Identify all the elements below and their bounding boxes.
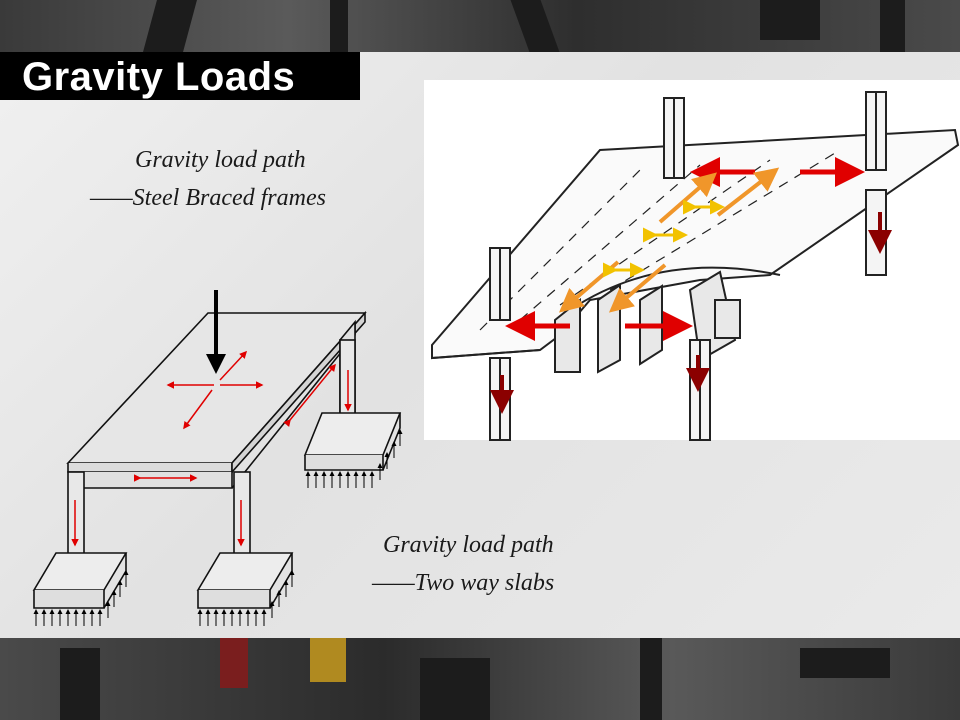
background-top-photo (0, 0, 960, 52)
slab-load-arrows (71, 290, 352, 547)
steel-load-arrows (490, 157, 892, 414)
slab-caption-line1: Gravity load path (383, 532, 554, 558)
slide-title: Gravity Loads (22, 55, 296, 99)
title-bar (0, 52, 360, 100)
steel-caption-line1: Gravity load path (135, 147, 306, 173)
slab-caption-line2: ——Two way slabs (372, 570, 555, 596)
background-bottom-photo (0, 638, 960, 720)
steel-caption-line2: ——Steel Braced frames (90, 185, 326, 211)
soil-reaction-arrows (33, 429, 403, 626)
